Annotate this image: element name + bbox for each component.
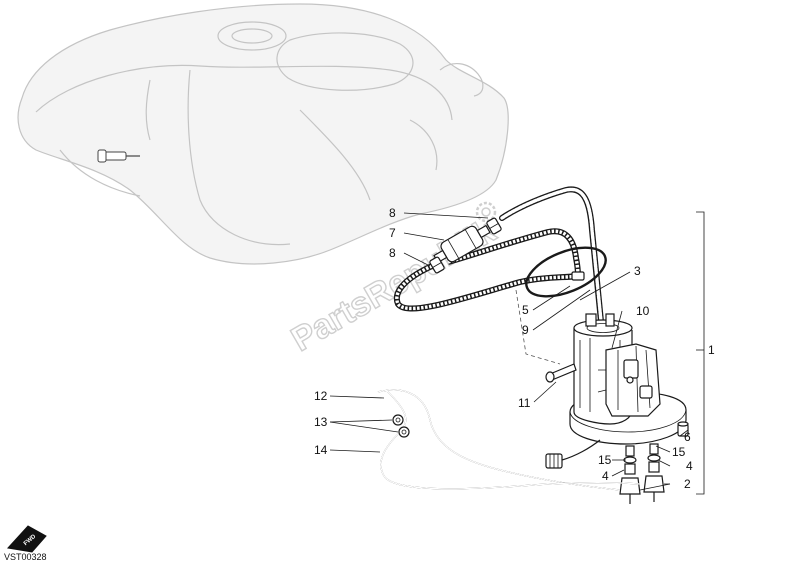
- hose-clamp-lower: [429, 256, 445, 274]
- hose-clamp-upper: [486, 217, 502, 235]
- wiring-connector: [545, 439, 601, 469]
- outlet-pipe-right: [643, 443, 665, 502]
- callout-8-clamp-upper: 8: [389, 206, 396, 220]
- callout-15-washer-left: 15: [598, 453, 612, 467]
- callout-6-screw: 6: [684, 430, 691, 444]
- tube-clips: [392, 414, 410, 438]
- hose-end-fitting: [571, 271, 585, 281]
- callout-11-screw: 11: [518, 396, 531, 410]
- callout-14-tube: 14: [314, 443, 328, 457]
- outlet-pipe-left: [619, 445, 641, 504]
- callout-7-fuel-filter: 7: [389, 226, 396, 240]
- callout-labels: 8 7 8 3 5 9 10 1 11 12 13 14 6 15 15 4 4…: [314, 206, 715, 491]
- callout-2-pipe: 2: [684, 477, 691, 491]
- callout-9-hose: 9: [522, 323, 529, 337]
- o-ring-seal: [525, 246, 607, 298]
- fuel-hose-delivery: [499, 186, 607, 355]
- callout-4-nut-left: 4: [602, 469, 609, 483]
- drawing-code: VST00328: [4, 552, 47, 562]
- gear-logo-icon: [475, 201, 497, 223]
- tank-outlet-fitting: [97, 149, 140, 163]
- callout-12-tube: 12: [314, 389, 328, 403]
- fuel-filter: [433, 224, 491, 264]
- callout-3-o-ring: 3: [634, 264, 641, 278]
- leader-lines: [329, 212, 704, 491]
- callout-5-fitting: 5: [522, 303, 529, 317]
- callout-4-nut-right: 4: [686, 459, 693, 473]
- fuel-tank-outline: [17, 3, 509, 265]
- callout-1-assembly: 1: [708, 343, 715, 357]
- fuel-hose-return: [393, 228, 581, 312]
- callout-8-clamp-lower: 8: [389, 246, 396, 260]
- forward-direction-icon: FWD: [7, 525, 47, 553]
- callout-13-clips: 13: [314, 415, 328, 429]
- callout-10-pump: 10: [636, 304, 650, 318]
- fuel-pump-assembly: [569, 313, 687, 445]
- mounting-screw: [545, 363, 577, 383]
- callout-15-washer-right: 15: [672, 445, 686, 459]
- assembly-bracket: [696, 211, 705, 495]
